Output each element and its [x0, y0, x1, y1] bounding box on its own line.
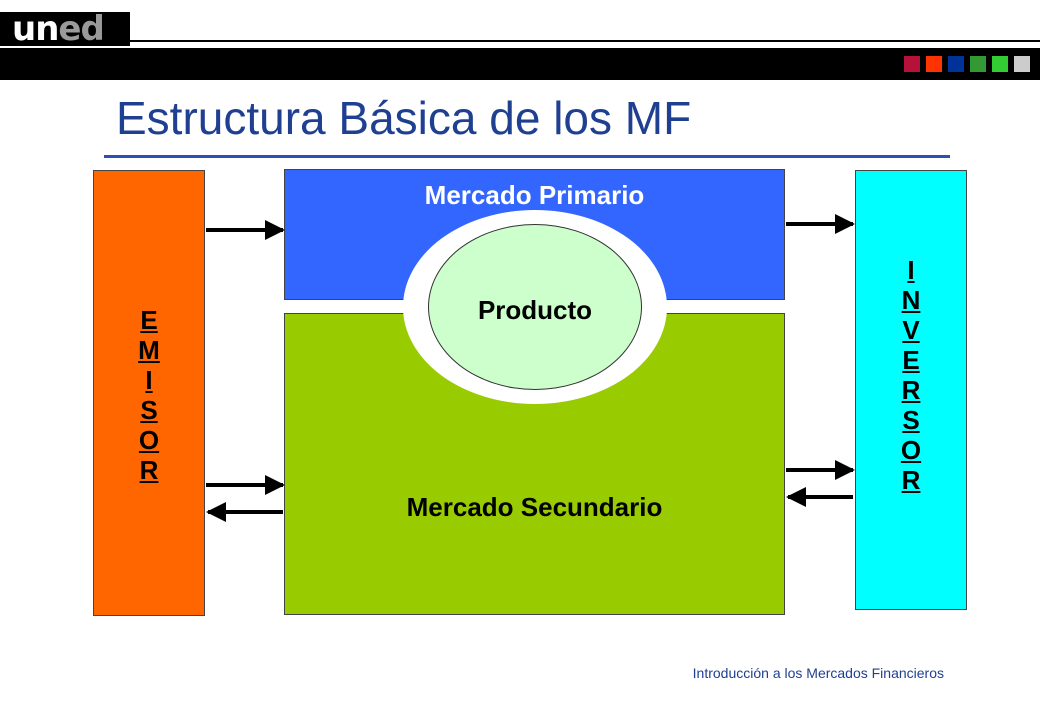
color-square [926, 56, 942, 72]
logo-part-un: un [12, 9, 59, 49]
emisor-letter: O [138, 425, 160, 455]
inversor-letter: R [901, 465, 921, 495]
mercado-secundario-label: Mercado Secundario [406, 492, 663, 522]
logo-text: uned [12, 9, 105, 49]
color-square [1014, 56, 1030, 72]
slide-title: Estructura Básica de los MF [116, 92, 692, 144]
inversor-letter: E [902, 345, 920, 375]
inversor-letter: N [901, 285, 921, 315]
inversor-letter: S [902, 405, 920, 435]
footer-text: Introducción a los Mercados Financieros [692, 665, 944, 681]
emisor-letter: M [138, 335, 160, 365]
header-rule [130, 40, 1040, 42]
inversor-letter: R [901, 375, 921, 405]
logo-part-ed: ed [58, 9, 104, 49]
title-underline [104, 155, 950, 158]
header-bar [0, 48, 1040, 80]
inversor-letter: V [902, 315, 920, 345]
color-square [992, 56, 1008, 72]
emisor-letter: E [140, 305, 158, 335]
emisor-letter: R [139, 455, 159, 485]
inversor-letter: O [900, 435, 922, 465]
color-square [904, 56, 920, 72]
color-square [970, 56, 986, 72]
mercado-primario-label: Mercado Primario [424, 180, 645, 210]
inversor-letter: I [907, 255, 915, 285]
emisor-letter: I [145, 365, 153, 395]
producto-label: Producto [477, 295, 593, 325]
color-square [948, 56, 964, 72]
producto-ellipse: Producto [428, 224, 642, 390]
uned-logo: uned [0, 12, 130, 46]
emisor-letter: S [140, 395, 158, 425]
